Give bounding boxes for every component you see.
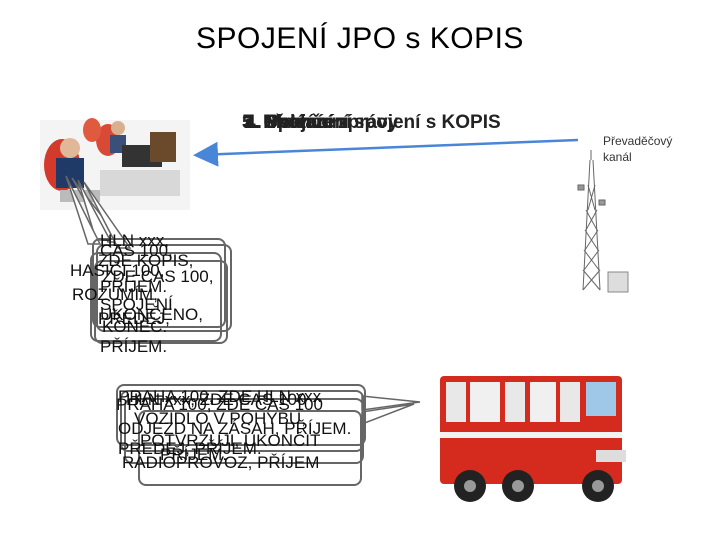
crew-line: PRAHA 100, ZDE HLN xxx — [118, 387, 322, 406]
crew-line: POTVRZUJI, UKONČIT — [140, 431, 321, 450]
crew-line: HLN xxx, ZDE CAS 100 — [126, 390, 307, 409]
radio-link-arrow — [193, 138, 579, 167]
operator-line: PŘEDEJ, — [98, 309, 170, 328]
operator-bubble — [92, 238, 226, 328]
crew-line: ODJEZD NA ZÁSAH, PŘÍJEM. — [118, 419, 352, 438]
operator-messages: HLN xxx, CAS 100, ZDE KOPIS, HASIČI 100,… — [70, 231, 246, 362]
step-caption: 2. Spojení — [244, 112, 334, 133]
crew-bubble — [116, 384, 366, 446]
step-caption: 5. Ukončení spojení s KOPIS — [242, 112, 501, 133]
operator-line: PŘÍJEM. — [100, 337, 168, 356]
crew-line: PRAHA 100, ZDE CAS 100 — [116, 395, 323, 414]
operator-line: PŘÍJEM. — [100, 277, 168, 296]
operator-line: ZDE CAS 100, — [102, 267, 214, 286]
step-captions: 1. Volání 2. Spojení 3. Předání zprávy 4… — [242, 112, 502, 136]
fire-truck-image — [440, 376, 626, 502]
dispatch-center-photo — [40, 118, 190, 210]
operator-line: HLN xxx, — [100, 231, 169, 250]
operator-line: HASIČI 100, — [70, 261, 165, 280]
operator-bubble-tails — [65, 175, 132, 249]
crew-line: RADIOPROVOZ, PŘÍJEM — [122, 453, 320, 472]
crew-bubble — [124, 398, 364, 464]
step-caption: 1. Volání — [246, 112, 323, 133]
slide-title: SPOJENÍ JPO s KOPIS — [196, 22, 524, 55]
crew-messages: PRAHA 100, ZDE HLN xxx HLN xxx, ZDE CAS … — [112, 388, 382, 478]
operator-line: KONEC. — [102, 317, 168, 336]
crew-bubble — [138, 410, 362, 486]
step-caption: 4. Potvrzení — [245, 112, 352, 133]
operator-bubble — [90, 252, 222, 342]
operator-bubble — [94, 260, 228, 344]
operator-line: UKONČENO, — [100, 305, 203, 324]
tower-label: Převaděčový kanál — [603, 134, 673, 164]
crew-line: VOZIDLO V POHYBU, — [134, 409, 306, 428]
step-caption: 3. Předání zprávy — [242, 112, 399, 133]
crew-line: PŘÍJEM. — [160, 445, 228, 464]
operator-line: ROZUMÍM, — [72, 285, 158, 304]
operator-line: ZDE KOPIS, — [98, 251, 194, 270]
crew-line: PŘEDEJ, PŘÍJEM. — [118, 439, 262, 458]
operator-line: SPOJENÍ — [100, 295, 173, 314]
operator-bubble — [96, 244, 232, 332]
radio-tower-icon — [577, 150, 629, 293]
operator-line: CAS 100, — [100, 241, 173, 260]
